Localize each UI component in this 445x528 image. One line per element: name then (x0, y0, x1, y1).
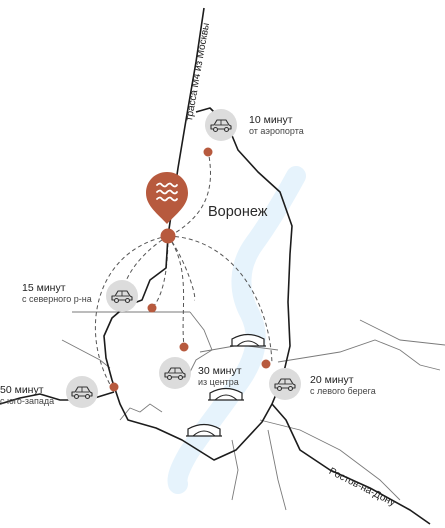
badge-airport (205, 109, 237, 141)
origin-text: с северного р-на (22, 294, 92, 305)
time-text: 30 минут (198, 365, 242, 377)
badge-southwest (66, 376, 98, 408)
badge-left-bank (269, 368, 301, 400)
waves-icon (156, 182, 178, 202)
dot-north (147, 303, 157, 313)
label-airport: 10 минут от аэропорта (249, 114, 304, 136)
label-north: 15 минут с северного р-на (22, 282, 92, 304)
dot-left-bank (261, 359, 271, 369)
dot-airport (203, 147, 213, 157)
origin-text: из центра (198, 377, 239, 388)
badge-north (106, 280, 138, 312)
river (167, 166, 306, 494)
origin-text: с левого берега (310, 386, 376, 397)
time-text: 15 минут (22, 282, 66, 294)
time-text: 50 минут (0, 384, 44, 396)
origin-text: с юго-запада (0, 396, 55, 407)
dot-southwest (109, 382, 119, 392)
dot-destination (160, 228, 176, 244)
label-left-bank: 20 минут с левого берега (310, 374, 376, 396)
origin-text: от аэропорта (249, 126, 304, 137)
time-text: 20 минут (310, 374, 354, 386)
badge-center (159, 357, 191, 389)
dot-center (179, 342, 189, 352)
main-roads (0, 7, 431, 525)
car-badges (66, 109, 301, 408)
location-dots (109, 147, 271, 392)
time-text: 10 минут (249, 114, 293, 126)
destination-pin (146, 172, 188, 224)
highway-south (271, 403, 431, 525)
label-southwest: 50 минут с юго-запада (0, 384, 54, 406)
city-label: Воронеж (208, 204, 268, 220)
city-ring-west (103, 107, 293, 461)
label-center: 30 минут из центра (198, 365, 242, 387)
